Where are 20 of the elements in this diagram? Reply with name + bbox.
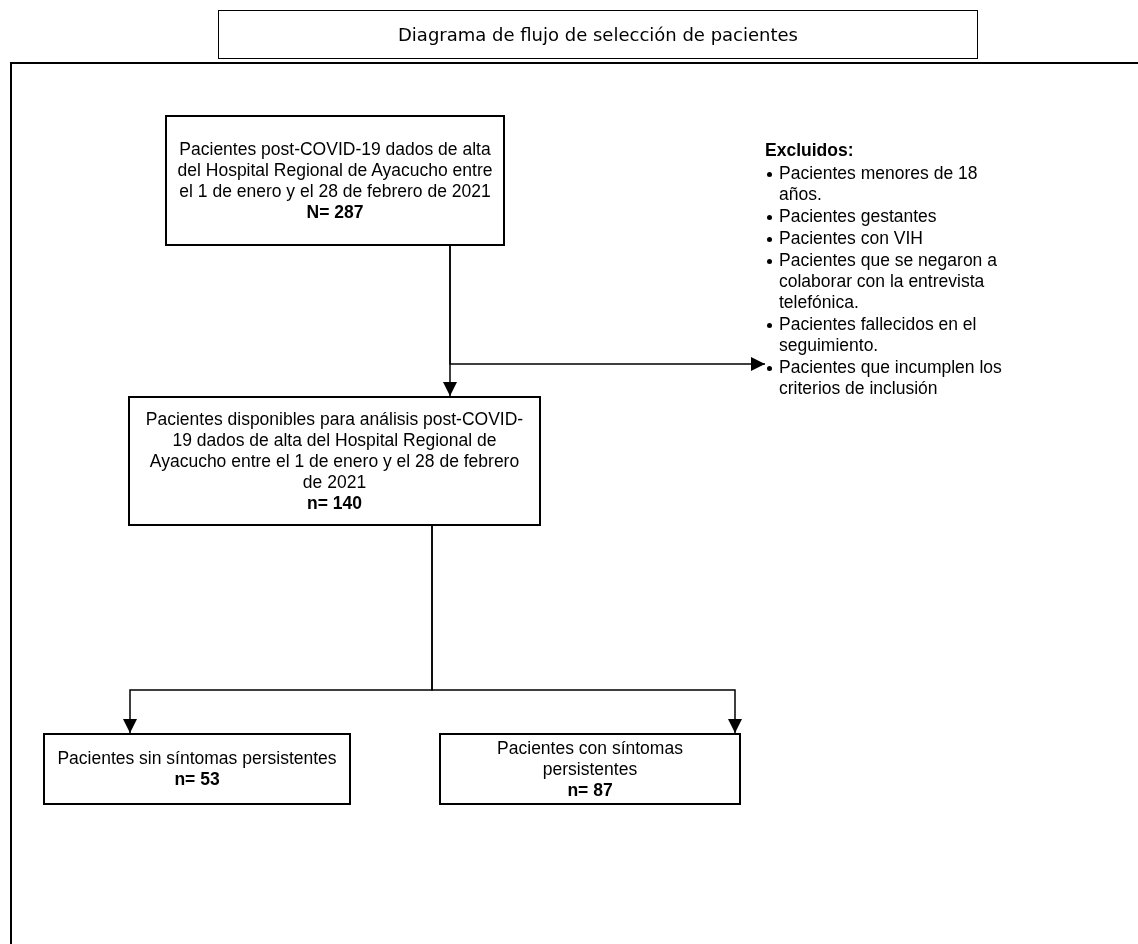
count-label: N= 287 [306,201,364,223]
process-box [439,733,741,805]
list-item: Pacientes menores de 18 años. [779,163,979,205]
list-item: Pacientes que incumplen los criterios de inclusión [779,357,1003,399]
box-text: Pacientes sin síntomas persistentes [57,748,337,769]
count-label: n= 87 [567,779,613,801]
box-text: Pacientes post-COVID-19 dados de alta del Hospital Regional de Ayacucho entre el 1 de enero y el 28 de febrero de 2021 [176,138,494,202]
list-item: Pacientes que se negaron a colaborar con la entrevista telefónica. [779,250,998,313]
list-heading: Excluidos: [765,140,855,161]
arrow [449,245,766,371]
arrow [431,525,742,734]
list-item: Pacientes gestantes [779,206,938,227]
process-box [128,396,541,526]
count-label: n= 53 [174,769,220,790]
process-box [43,733,351,805]
process-box [165,115,505,246]
list-item: Pacientes fallecidos en el seguimiento. [779,314,978,356]
diagram-title: Diagrama de flujo de selección de pacientes [218,10,978,59]
list-item: Pacientes con VIH [779,228,924,249]
count-label: n= 140 [307,492,362,514]
